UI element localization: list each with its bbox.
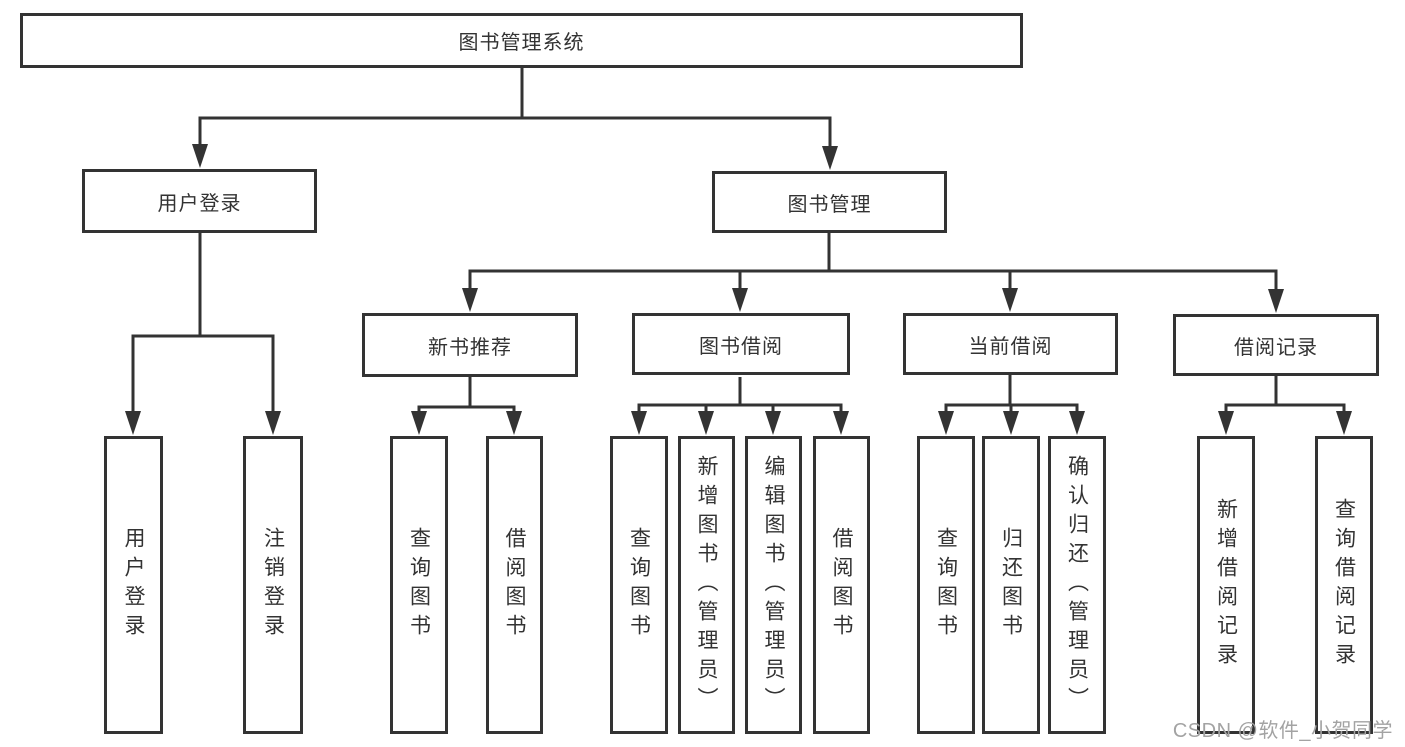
leaf-query-borrow-record: 查询借阅记录 — [1315, 436, 1373, 734]
leaf-user-login: 用户登录 — [104, 436, 163, 734]
leaf-label: 用户登录 — [122, 527, 145, 643]
node-book-borrow: 图书借阅 — [632, 313, 850, 375]
leaf-query-books-recommend: 查询图书 — [390, 436, 448, 734]
leaf-label: 注销登录 — [261, 527, 285, 643]
leaf-label: 借阅图书 — [503, 527, 526, 643]
leaf-label: 新增图书（管理员） — [695, 454, 718, 716]
csdn-watermark: CSDN @软件_小贺同学 — [1172, 720, 1393, 742]
leaf-edit-books-admin: 编辑图书（管理员） — [745, 436, 802, 734]
node-book-management: 图书管理 — [712, 171, 947, 233]
node-new-book-recommend: 新书推荐 — [362, 313, 578, 377]
leaf-confirm-return-admin: 确认归还（管理员） — [1048, 436, 1106, 734]
leaf-add-borrow-record: 新增借阅记录 — [1197, 436, 1255, 734]
leaf-query-books-current: 查询图书 — [917, 436, 975, 734]
leaf-logout: 注销登录 — [243, 436, 303, 734]
leaf-label: 新增借阅记录 — [1214, 498, 1238, 672]
node-user-login-branch: 用户登录 — [82, 169, 317, 233]
leaf-label: 确认归还（管理员） — [1065, 454, 1089, 716]
leaf-query-books-borrow: 查询图书 — [610, 436, 668, 734]
leaf-label: 编辑图书（管理员） — [762, 454, 785, 716]
leaf-return-books: 归还图书 — [982, 436, 1040, 734]
node-borrow-records: 借阅记录 — [1173, 314, 1379, 376]
leaf-add-books-admin: 新增图书（管理员） — [678, 436, 735, 734]
leaf-label: 查询图书 — [407, 527, 431, 643]
leaf-label: 查询图书 — [627, 527, 651, 643]
arrowhead-icons — [125, 144, 1352, 435]
leaf-label: 归还图书 — [999, 527, 1023, 643]
node-current-borrow: 当前借阅 — [903, 313, 1118, 375]
leaf-borrow-books-recommend: 借阅图书 — [486, 436, 543, 734]
leaf-borrow-books: 借阅图书 — [813, 436, 870, 734]
leaf-label: 借阅图书 — [830, 527, 853, 643]
leaf-label: 查询借阅记录 — [1332, 498, 1356, 672]
node-library-management-system: 图书管理系统 — [20, 13, 1023, 68]
leaf-label: 查询图书 — [934, 527, 958, 643]
